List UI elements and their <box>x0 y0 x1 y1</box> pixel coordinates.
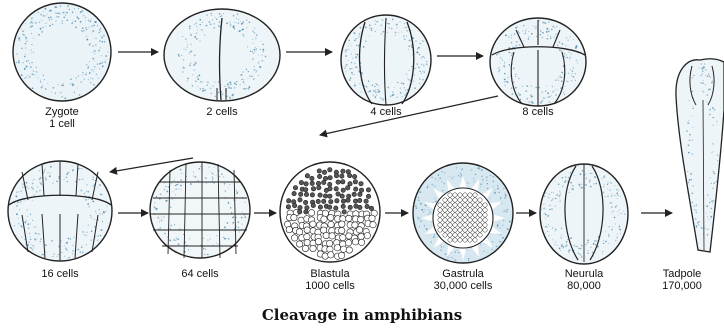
label-tadpole: Tadpole 170,000 <box>640 268 724 292</box>
figure-caption: Cleavage in amphibians <box>0 306 724 324</box>
stage-count: 80,000 <box>524 280 644 292</box>
stage-count: 170,000 <box>640 280 724 292</box>
stage-name: 2 cells <box>162 106 282 118</box>
stage-name: 64 cells <box>140 268 260 280</box>
stage-name: Blastula <box>270 268 390 280</box>
stage-name: 4 cells <box>326 106 446 118</box>
four-cell-embryo <box>341 15 431 105</box>
label-gastrula: Gastrula 30,000 cells <box>403 268 523 292</box>
blastula-embryo <box>280 162 380 262</box>
stage-name: Neurula <box>524 268 644 280</box>
label-four-cells: 4 cells <box>326 106 446 118</box>
stage-name: 16 cells <box>0 268 120 280</box>
stage-name: Gastrula <box>403 268 523 280</box>
label-blastula: Blastula 1000 cells <box>270 268 390 292</box>
label-eight-cells: 8 cells <box>478 106 598 118</box>
stage-name: 8 cells <box>478 106 598 118</box>
tadpole-embryo <box>676 59 724 252</box>
label-sixtyfour-cells: 64 cells <box>140 268 260 280</box>
label-sixteen-cells: 16 cells <box>0 268 120 280</box>
sixteen-cell-embryo <box>8 161 112 261</box>
two-cell-embryo <box>164 9 280 101</box>
label-zygote: Zygote 1 cell <box>2 106 122 130</box>
sixtyfour-cell-embryo <box>150 162 250 258</box>
label-neurula: Neurula 80,000 <box>524 268 644 292</box>
stage-count: 1000 cells <box>270 280 390 292</box>
zygote-embryo <box>13 3 111 101</box>
neurula-embryo <box>540 164 628 264</box>
stage-count: 30,000 cells <box>403 280 523 292</box>
gastrula-embryo <box>413 163 513 263</box>
stage-name: Tadpole <box>640 268 724 280</box>
eight-cell-embryo <box>490 18 586 106</box>
stage-count: 1 cell <box>2 118 122 130</box>
label-two-cells: 2 cells <box>162 106 282 118</box>
stage-name: Zygote <box>2 106 122 118</box>
